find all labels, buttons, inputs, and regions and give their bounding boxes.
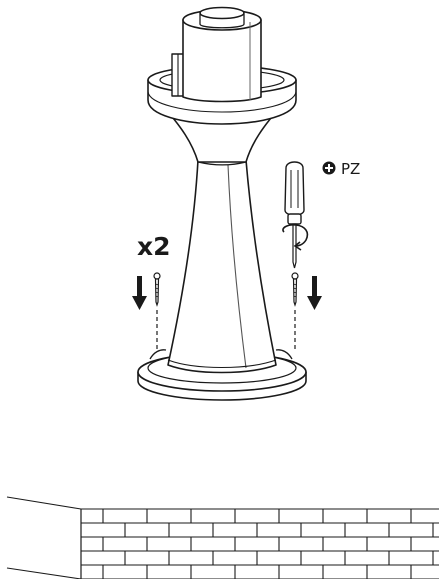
clockwise-rotation-icon bbox=[282, 224, 309, 251]
right-screw-assembly bbox=[291, 272, 322, 352]
quantity-label: x2 bbox=[137, 232, 171, 261]
pz-label-group: PZ bbox=[322, 160, 360, 178]
post-column bbox=[167, 159, 277, 374]
screw-icon bbox=[153, 272, 161, 307]
left-screw-assembly bbox=[132, 272, 161, 352]
lamp-post bbox=[137, 6, 307, 401]
phillips-pozidriv-cross-icon bbox=[322, 161, 336, 175]
screwdriver-icon bbox=[284, 161, 305, 269]
down-arrow-icon bbox=[307, 276, 322, 310]
screw-type-label: PZ bbox=[341, 160, 360, 178]
wall-top-edge bbox=[6, 496, 82, 510]
brick-wall bbox=[6, 496, 439, 579]
down-arrow-icon bbox=[132, 276, 147, 310]
top-cylinder bbox=[182, 6, 262, 103]
wall-bottom-edge bbox=[6, 567, 82, 579]
screw-icon bbox=[291, 272, 299, 307]
brick-rows bbox=[81, 508, 439, 579]
